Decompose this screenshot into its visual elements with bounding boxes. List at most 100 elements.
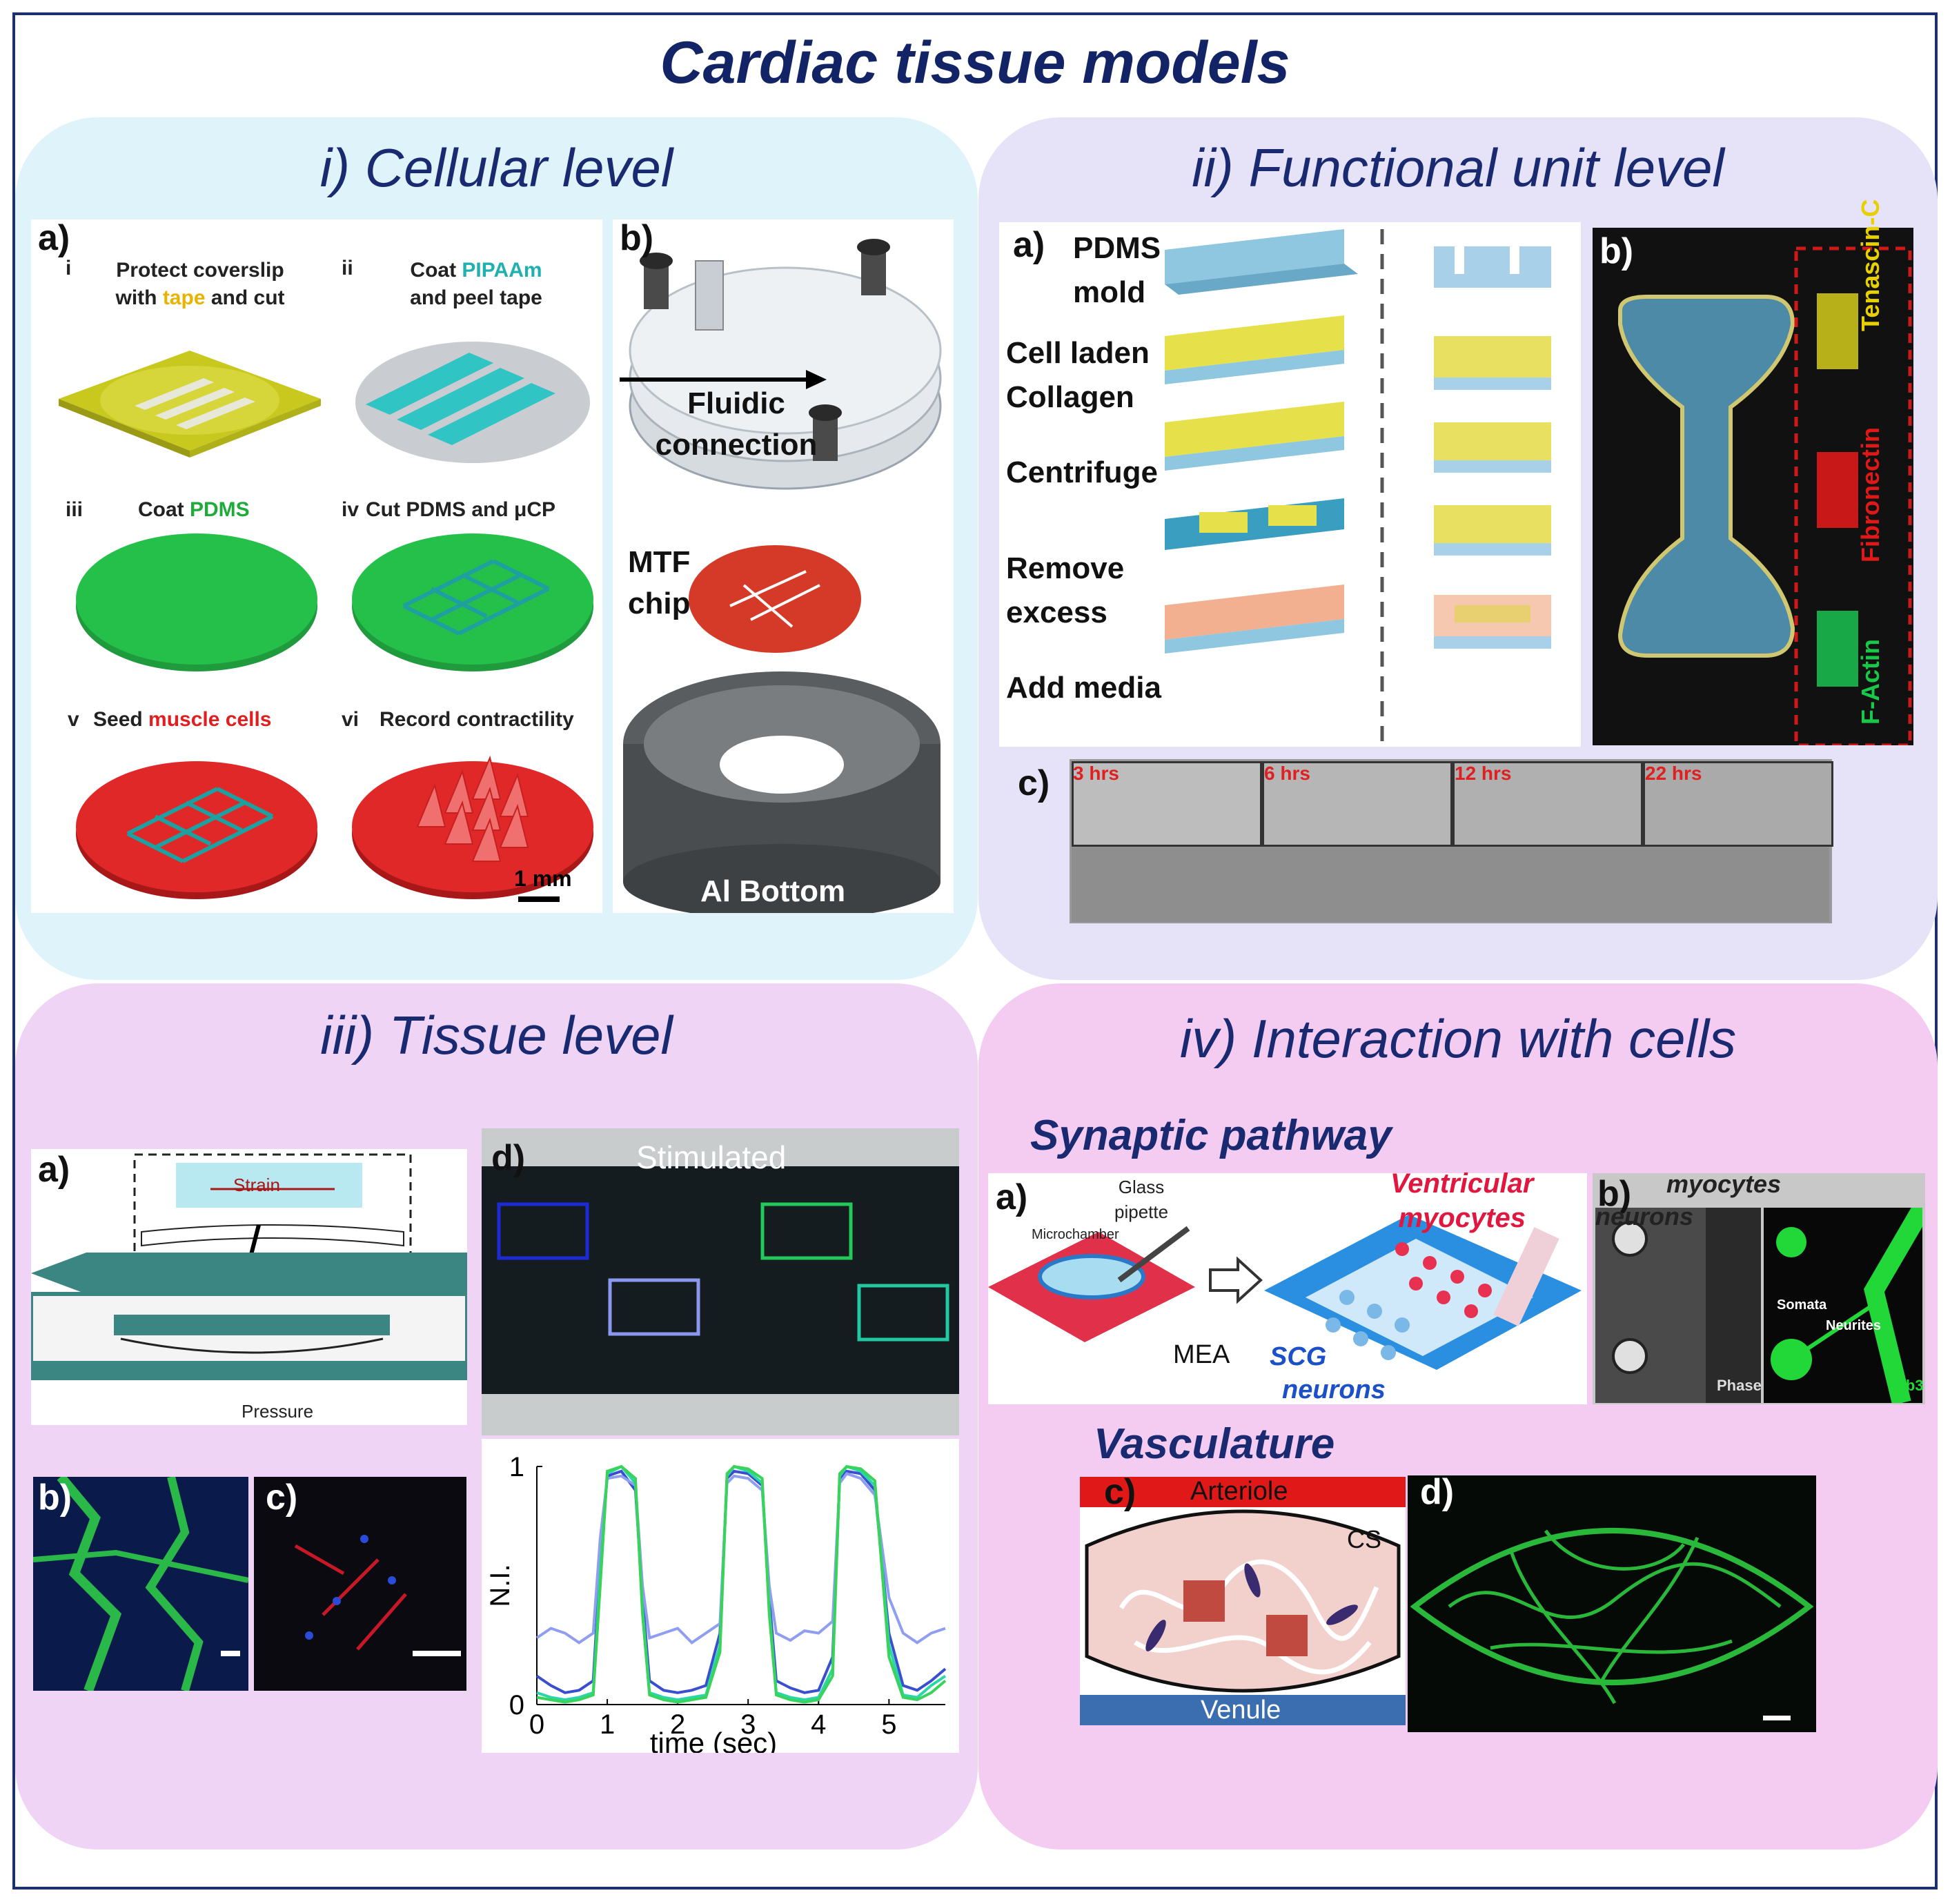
step-iii-text: Coat PDMS <box>138 498 250 522</box>
scale-bar-b <box>221 1651 240 1656</box>
step-v-num: v <box>68 708 79 731</box>
tbb3-image-cells <box>1771 1208 1922 1403</box>
step-v-seed: Seed <box>93 708 149 731</box>
y-tick-label: 1 <box>509 1452 524 1482</box>
arteriole-label: Arteriole <box>1190 1477 1288 1506</box>
neurites-label: Neurites <box>1826 1318 1882 1333</box>
time-12hrs: 12 hrs <box>1455 763 1512 784</box>
fluidic-line2: connection <box>655 428 818 462</box>
q2-panel-b-label: b) <box>1599 231 1634 271</box>
myocytes-label: myocytes <box>1666 1170 1782 1198</box>
step-i-line1: Protect coverslip <box>116 259 284 282</box>
step-i-tape: tape <box>162 286 206 309</box>
fluidic-line1: Fluidic <box>687 386 785 420</box>
q4-panel-b-label: b) <box>1597 1174 1632 1214</box>
mtf-line2: chip <box>628 587 691 620</box>
x-tick-label: 1 <box>600 1709 615 1740</box>
stain-image-b-texture <box>33 1477 248 1691</box>
step-i-text: Protect coverslip with tape and cut <box>97 257 304 312</box>
cellular-level-title: i) Cellular level <box>319 137 673 198</box>
factin-label: F-Actin <box>1856 639 1884 725</box>
time-6hrs: 6 hrs <box>1264 763 1310 784</box>
step-pdms-mold: PDMS mold <box>1073 226 1161 315</box>
time-3hrs: 3 hrs <box>1073 763 1119 784</box>
x-axis-label: time (sec) <box>650 1727 777 1753</box>
vascular-network <box>1410 1528 1814 1705</box>
fabrication-schematics <box>1165 229 1551 747</box>
panel-a-label: a) <box>38 218 70 258</box>
step-iv-num: iv <box>342 498 360 521</box>
glass-pipette-label: Glass pipette <box>1114 1175 1168 1224</box>
figure-frame <box>12 12 1938 1890</box>
protocol-illustrations <box>59 342 593 902</box>
x-tick-label: 5 <box>881 1709 896 1740</box>
figure-title: Cardiac tissue models <box>660 30 1290 96</box>
step-iv-text: Cut PDMS and μCP <box>366 498 556 521</box>
x-tick-label: 4 <box>811 1709 826 1740</box>
functional-level-title: ii) Functional unit level <box>1192 137 1724 198</box>
vascular-illustration <box>1080 1477 1406 1725</box>
scale-bar-1mm: 1 mm <box>514 866 572 891</box>
step-ii-text: Coat PIPAAm and peel tape <box>386 257 566 312</box>
q3-panel-d-label: d) <box>491 1138 526 1178</box>
step-i-andcut: and cut <box>205 286 285 309</box>
timelapse-frame-2 <box>1262 761 1452 847</box>
scale-bar-c <box>413 1651 461 1656</box>
step-ii-line2: and peel tape <box>410 286 542 309</box>
stimulated-image-d <box>482 1128 959 1435</box>
cell-laden-line: Cell laden <box>1006 336 1150 370</box>
pdms-line: PDMS <box>1073 231 1161 265</box>
step-vi-num: vi <box>342 708 360 731</box>
q3-panel-b-label: b) <box>38 1478 72 1518</box>
neurons-label: neurons <box>1595 1202 1694 1230</box>
x-tick-label: 0 <box>529 1709 544 1740</box>
scale-bar-d <box>1763 1716 1791 1720</box>
fluidic-label: Fluidic connection <box>622 383 850 466</box>
timelapse-frame-1 <box>1072 761 1262 847</box>
scg-line: SCG <box>1270 1342 1327 1371</box>
mtf-line1: MTF <box>628 545 691 579</box>
device-illustration <box>620 239 942 913</box>
timelapse-frame-4 <box>1643 761 1833 847</box>
tbb3-label: Tbb3 <box>1887 1377 1924 1394</box>
mea-label: MEA <box>1173 1340 1230 1369</box>
x-tick-label: 3 <box>740 1709 756 1740</box>
synaptic-pathway-heading: Synaptic pathway <box>1030 1112 1392 1159</box>
time-22hrs: 22 hrs <box>1645 763 1702 784</box>
step-add-media: Add media <box>1006 671 1161 705</box>
collagen-line: Collagen <box>1006 380 1134 414</box>
ventricular-line: Ventricular <box>1390 1168 1534 1199</box>
step-ii-line1: Coat PIPAAm <box>386 257 566 284</box>
scg-neurons-label: SCG neurons <box>1270 1340 1386 1406</box>
pressure-label: Pressure <box>242 1401 314 1422</box>
tissue-level-title: iii) Tissue level <box>320 1005 673 1066</box>
timelapse-side-view <box>1072 847 1829 922</box>
step-i-with: with <box>115 286 163 309</box>
q3-panel-c-label: c) <box>266 1478 298 1518</box>
y-axis-label: N.I. <box>485 1564 515 1607</box>
step-vi-text: Record contractility <box>380 708 574 731</box>
stain-image-c-texture <box>294 1535 407 1651</box>
cs-label: CS <box>1347 1525 1382 1553</box>
panel-b-label: b) <box>620 218 654 258</box>
microchamber-label: Microchamber <box>1032 1227 1119 1242</box>
excess-line: excess <box>1006 596 1107 629</box>
q4-panel-c-label: c) <box>1104 1472 1136 1512</box>
synaptic-illustration <box>988 1215 1582 1370</box>
series-line-4 <box>536 1464 947 1704</box>
somata-label: Somata <box>1777 1297 1827 1313</box>
step-v-text: Seed muscle cells <box>93 708 272 732</box>
phase-label: Phase <box>1717 1377 1762 1394</box>
phase-image-cells <box>1612 1208 1761 1403</box>
ventricular-myocytes-label: Ventricular myocytes <box>1390 1166 1533 1235</box>
step-iii-pdms: PDMS <box>190 498 250 521</box>
x-tick-label: 2 <box>670 1709 685 1740</box>
step-cell-laden: Cell laden Collagen <box>1006 331 1150 420</box>
neurons-line: neurons <box>1282 1375 1386 1404</box>
q2-panel-c-label: c) <box>1018 763 1050 803</box>
stimulated-rois <box>482 1128 959 1435</box>
mold-line: mold <box>1073 275 1146 309</box>
step-centrifuge: Centrifuge <box>1006 455 1158 489</box>
al-bottom-label: Al Bottom <box>700 874 846 908</box>
q4-panel-a-label: a) <box>996 1177 1028 1217</box>
